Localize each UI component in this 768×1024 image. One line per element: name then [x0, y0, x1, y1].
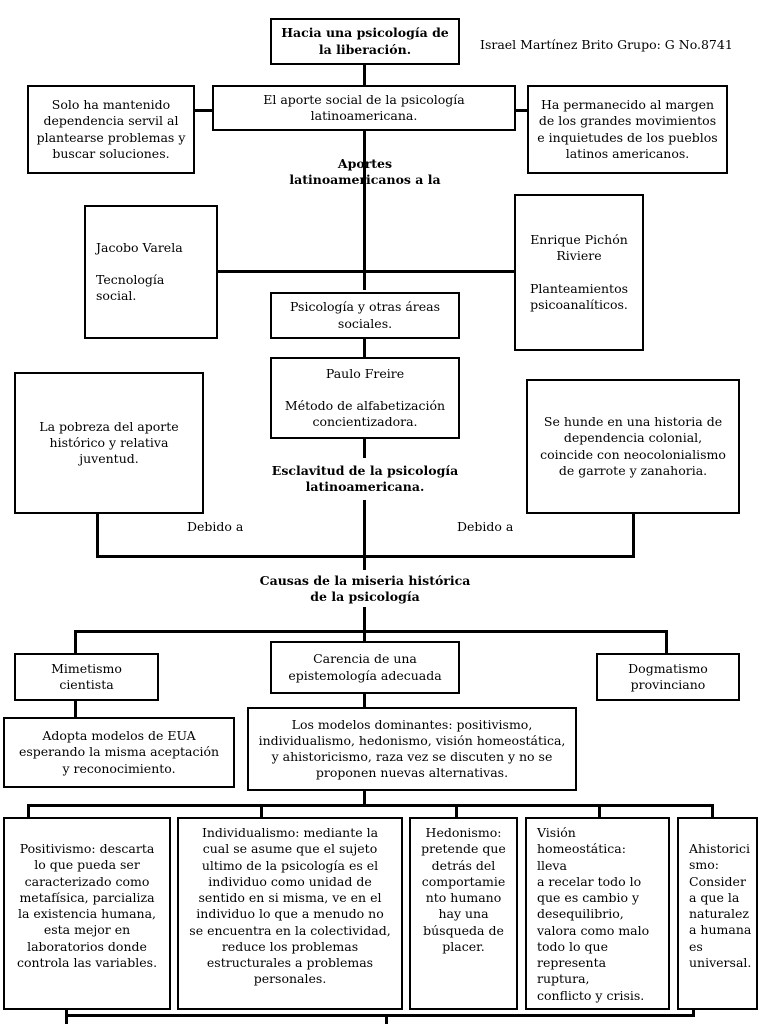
esclavitud-label: Esclavitud de la psicología latinoameric… — [271, 463, 459, 495]
debido-right-label: Debido a — [457, 519, 514, 534]
connector — [665, 630, 668, 655]
adopta-box: Adopta modelos de EUA esperando la misma… — [3, 717, 235, 788]
homeostatica-box: Visión homeostática: lleva a recelar tod… — [525, 817, 670, 1010]
connector — [632, 512, 635, 557]
central-topic-box: El aporte social de la psicología latino… — [212, 85, 516, 131]
jacobo-varela-box: Jacobo Varela Tecnología social. — [84, 205, 218, 339]
debido-left-label: Debido a — [187, 519, 244, 534]
title-box: Hacia una psicología de la liberación. — [270, 18, 460, 65]
individualismo-box: Individualismo: mediante la cual se asum… — [177, 817, 403, 1010]
connector — [74, 700, 77, 718]
connector — [363, 130, 366, 290]
connector — [598, 804, 601, 819]
connector — [96, 512, 99, 557]
connector — [27, 804, 714, 807]
connector — [692, 1008, 695, 1017]
hunde-box: Se hunde en una historia de dependencia … — [526, 379, 740, 514]
connector — [74, 630, 668, 633]
connector — [363, 438, 366, 458]
connector — [363, 338, 366, 358]
ahistoricismo-box: Ahistorici smo: Consider a que la natura… — [677, 817, 758, 1010]
connector — [363, 500, 366, 570]
positivismo-box: Positivismo: descarta lo que pueda ser c… — [3, 817, 171, 1010]
connector — [216, 270, 516, 273]
jacobo-varela-text: Jacobo Varela Tecnología social. — [96, 239, 183, 304]
mimetismo-box: Mimetismo cientista — [14, 653, 159, 701]
carencia-box: Carencia de una epistemología adecuada — [270, 641, 460, 694]
connector — [74, 630, 77, 655]
author-label: Israel Martínez Brito Grupo: G No.8741 — [480, 37, 733, 52]
connector — [515, 109, 529, 112]
connector — [195, 109, 213, 112]
connector — [96, 555, 635, 558]
left-note-box: Solo ha mantenido dependencia servil al … — [27, 85, 195, 174]
psicologia-areas-box: Psicología y otras áreas sociales. — [270, 292, 460, 339]
connector — [363, 64, 366, 86]
causas-label: Causas de la miseria histórica de la psi… — [259, 573, 471, 605]
connector — [455, 804, 458, 819]
modelos-box: Los modelos dominantes: positivismo, ind… — [247, 707, 577, 791]
connector — [363, 693, 366, 708]
connector — [385, 1014, 388, 1024]
paulo-freire-box: Paulo Freire Método de alfabetización co… — [270, 357, 460, 439]
connector — [363, 790, 366, 806]
connector — [65, 1014, 695, 1017]
pobreza-box: La pobreza del aporte histórico y relati… — [14, 372, 204, 514]
aportes-label: Aportes latinoamericanos a la — [289, 156, 441, 188]
hedonismo-box: Hedonismo: pretende que detrás del compo… — [409, 817, 518, 1010]
connector — [260, 804, 263, 819]
dogmatismo-box: Dogmatismo provinciano — [596, 653, 740, 701]
right-note-box: Ha permanecido al margen de los grandes … — [527, 85, 728, 174]
enrique-pichon-box: Enrique Pichón Riviere Planteamientos ps… — [514, 194, 644, 351]
connector — [27, 804, 30, 819]
connector — [363, 607, 366, 641]
connector — [711, 804, 714, 819]
